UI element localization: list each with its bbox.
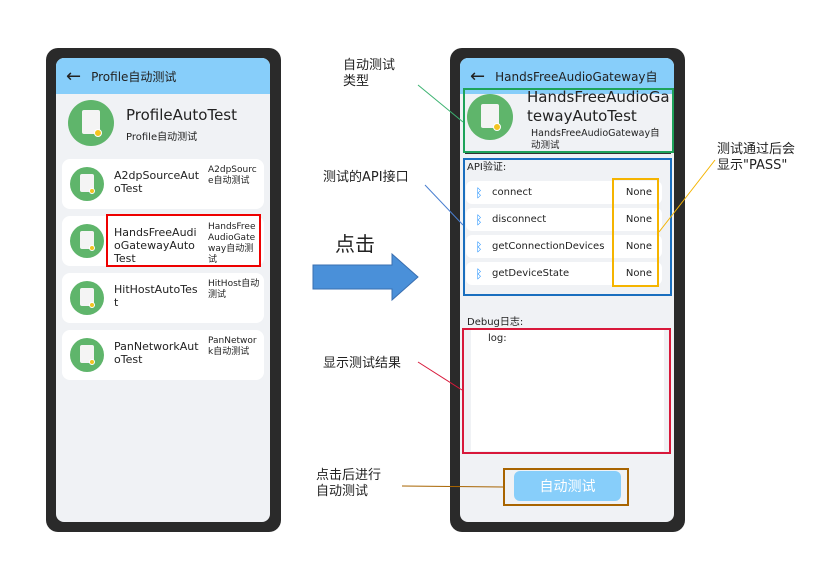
api-name: getConnectionDevices (492, 241, 605, 252)
divider (465, 153, 671, 154)
log-text: log: (488, 333, 507, 344)
item-desc: A2dpSource自动测试 (208, 165, 257, 186)
item-icon (70, 338, 104, 372)
highlight-box (106, 214, 261, 267)
auto-line (401, 485, 504, 488)
api-status: None (625, 187, 652, 198)
page-title: HandsFreeAudioGateway自 (495, 69, 658, 84)
auto-label: 点击后进行 自动测试 (316, 468, 382, 499)
back-arrow-icon[interactable]: ← (66, 65, 82, 87)
item-icon (70, 281, 104, 315)
result-line (417, 361, 463, 391)
pass-label: 测试通过后会 显示"PASS" (717, 142, 796, 173)
app-icon (68, 100, 114, 146)
app-name: HandsFreeAudioGatewayAutoTest (527, 88, 670, 125)
api-label: API验证: (467, 162, 507, 173)
item-icon (70, 167, 104, 201)
item-name: A2dpSourceAutoTest (114, 169, 200, 195)
api-status: None (625, 268, 652, 279)
log-area[interactable]: log: (471, 329, 664, 451)
debug-label: Debug日志: (467, 317, 524, 328)
list-item[interactable]: HandsFreeAudioGatewayAutoTest HandsFreeAu… (62, 216, 264, 266)
result-box (462, 328, 671, 454)
top-bar: ← Profile自动测试 (56, 58, 270, 94)
api-name: disconnect (492, 214, 547, 225)
item-name: PanNetworkAutoTest (114, 340, 199, 366)
api-name: getDeviceState (492, 268, 570, 279)
api-label-annotation: 测试的API接口 (323, 170, 409, 185)
app-desc: HandsFreeAudioGateway自动测试 (531, 128, 660, 151)
app-name: ProfileAutoTest (126, 106, 238, 124)
bluetooth-icon: ᛒ (475, 185, 483, 200)
bluetooth-icon: ᛒ (475, 212, 483, 227)
api-line (424, 184, 464, 226)
item-desc: PanNetwork自动测试 (208, 336, 257, 357)
type-label: 自动测试 类型 (343, 58, 396, 89)
bluetooth-icon: ᛒ (475, 239, 483, 254)
result-label: 显示测试结果 (323, 356, 402, 371)
api-status: None (625, 214, 652, 225)
left-phone: ← Profile自动测试 ProfileAutoTest Profile自动测试… (46, 48, 281, 532)
auto-test-button[interactable]: 自动测试 (514, 471, 621, 501)
list-item[interactable]: PanNetworkAutoTest PanNetwork自动测试 (62, 330, 264, 380)
app-desc: Profile自动测试 (126, 132, 198, 143)
list-item[interactable]: A2dpSourceAutoTest A2dpSource自动测试 (62, 159, 264, 209)
big-arrow-icon (312, 252, 419, 302)
list-item[interactable]: HitHostAutoTest HitHost自动测试 (62, 273, 264, 323)
api-name: connect (492, 187, 532, 198)
item-name: HitHostAutoTest (114, 283, 198, 309)
type-box (463, 88, 674, 153)
profile-screen: ← Profile自动测试 ProfileAutoTest Profile自动测试… (56, 58, 270, 522)
item-desc: HandsFreeAudioGateway自动测试 (208, 222, 256, 265)
back-arrow-icon[interactable]: ← (470, 65, 486, 87)
page-title: Profile自动测试 (91, 69, 177, 84)
api-box (463, 158, 672, 296)
type-line (417, 84, 464, 123)
item-icon (70, 224, 104, 258)
bluetooth-icon: ᛒ (475, 266, 483, 281)
api-status: None (625, 241, 652, 252)
button-box (503, 468, 629, 506)
item-name: HandsFreeAudioGatewayAutoTest (114, 226, 197, 265)
item-desc: HitHost自动测试 (208, 279, 260, 300)
click-label: 点击 (335, 232, 375, 256)
app-icon (467, 94, 513, 140)
status-box (612, 178, 659, 287)
pass-line (658, 159, 716, 233)
